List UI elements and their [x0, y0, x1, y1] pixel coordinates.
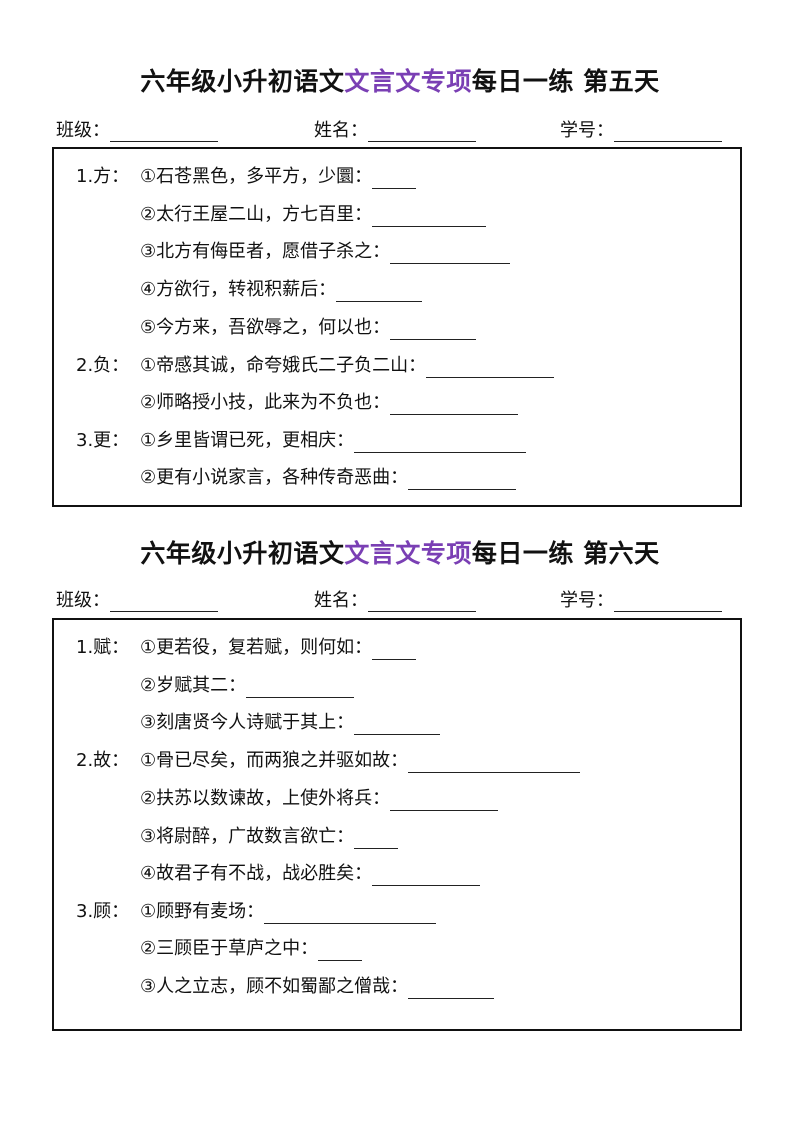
question-number: 3.更： — [76, 430, 130, 451]
sheet2-title-highlight: 文言文专项 — [344, 539, 472, 568]
answer-blank[interactable] — [354, 829, 399, 849]
question-text: ③刻唐贤今人诗赋于其上： — [140, 712, 355, 733]
sheet2-name-label: 姓名： — [314, 590, 368, 611]
answer-blank[interactable] — [372, 169, 417, 189]
sheet2-name-blank[interactable] — [368, 593, 476, 612]
answer-blank[interactable] — [408, 753, 581, 773]
question-text: ②更有小说家言，各种传奇恶曲： — [140, 467, 409, 488]
answer-blank[interactable] — [264, 904, 437, 924]
question-number: 1.赋： — [76, 637, 130, 658]
sheet2-title: 六年级小升初语文文言文专项每日一练 第六天 — [0, 534, 800, 570]
sheet2-class-blank[interactable] — [110, 593, 218, 612]
answer-blank[interactable] — [354, 433, 527, 453]
sheet2-id-label: 学号： — [560, 590, 614, 611]
question-text: ⑤今方来，吾欲辱之，何以也： — [140, 317, 391, 338]
answer-blank[interactable] — [408, 470, 517, 490]
sheet2-id-blank[interactable] — [614, 593, 722, 612]
answer-blank[interactable] — [372, 866, 481, 886]
sheet2-name-field[interactable]: 姓名： — [314, 586, 476, 612]
question-text: ①顾野有麦场： — [140, 901, 265, 922]
sheet1-id-blank[interactable] — [614, 123, 722, 142]
question-number: 1.方： — [76, 166, 130, 187]
question-number: 2.负： — [76, 355, 130, 376]
sheet1-title-highlight: 文言文专项 — [344, 67, 472, 96]
question-text: ①石苍黑色，多平方，少圜： — [140, 166, 373, 187]
sheet2-class-label: 班级： — [56, 590, 110, 611]
answer-blank[interactable] — [372, 640, 417, 660]
sheet2-class-field[interactable]: 班级： — [56, 586, 218, 612]
answer-blank[interactable] — [354, 715, 441, 735]
sheet2-question-box: 1.赋： ①更若役，复若赋，则何如： ②岁赋其二： ③刻唐贤今人诗赋于其上： 2… — [52, 618, 742, 1031]
question-text: ②师略授小技，此来为不负也： — [140, 392, 391, 413]
question-text: ④方欲行，转视积薪后： — [140, 279, 337, 300]
sheet1-id-label: 学号： — [560, 120, 614, 141]
answer-blank[interactable] — [372, 207, 487, 227]
sheet1-title-prefix: 六年级小升初语文 — [140, 67, 345, 96]
answer-blank[interactable] — [318, 941, 363, 961]
sheet1-name-field[interactable]: 姓名： — [314, 116, 476, 142]
question-text: ③人之立志，顾不如蜀鄙之僧哉： — [140, 976, 409, 997]
question-text: ②岁赋其二： — [140, 675, 247, 696]
question-text: ②太行王屋二山，方七百里： — [140, 204, 373, 225]
answer-blank[interactable] — [390, 320, 477, 340]
question-text: ①骨已尽矣，而两狼之并驱如故： — [140, 750, 409, 771]
question-text: ①更若役，复若赋，则何如： — [140, 637, 373, 658]
sheet1-class-blank[interactable] — [110, 123, 218, 142]
sheet1-id-field[interactable]: 学号： — [560, 116, 722, 142]
question-text: ③将尉醉，广故数言欲亡： — [140, 826, 355, 847]
sheet1-title: 六年级小升初语文文言文专项每日一练 第五天 — [0, 62, 800, 98]
answer-blank[interactable] — [336, 282, 423, 302]
sheet1-title-suffix: 每日一练 第五天 — [471, 67, 660, 96]
question-number: 3.顾： — [76, 901, 130, 922]
question-text: ①帝感其诚，命夸娥氏二子负二山： — [140, 355, 427, 376]
sheet2-id-field[interactable]: 学号： — [560, 586, 722, 612]
question-text: ②三顾臣于草庐之中： — [140, 938, 319, 959]
sheet1-question-box: 1.方： ①石苍黑色，多平方，少圜： ②太行王屋二山，方七百里： ③北方有侮臣者… — [52, 147, 742, 507]
sheet1-class-field[interactable]: 班级： — [56, 116, 218, 142]
answer-blank[interactable] — [390, 395, 519, 415]
question-text: ④故君子有不战，战必胜矣： — [140, 863, 373, 884]
answer-blank[interactable] — [408, 979, 495, 999]
answer-blank[interactable] — [246, 678, 355, 698]
sheet1-name-label: 姓名： — [314, 120, 368, 141]
answer-blank[interactable] — [390, 244, 511, 264]
answer-blank[interactable] — [390, 791, 499, 811]
sheet1-class-label: 班级： — [56, 120, 110, 141]
sheet2-title-suffix: 每日一练 第六天 — [471, 539, 660, 568]
answer-blank[interactable] — [426, 358, 555, 378]
question-text: ③北方有侮臣者，愿借子杀之： — [140, 241, 391, 262]
sheet1-name-blank[interactable] — [368, 123, 476, 142]
question-number: 2.故： — [76, 750, 130, 771]
question-text: ①乡里皆谓已死，更相庆： — [140, 430, 355, 451]
question-text: ②扶苏以数谏故，上使外将兵： — [140, 788, 391, 809]
sheet2-title-prefix: 六年级小升初语文 — [140, 539, 345, 568]
